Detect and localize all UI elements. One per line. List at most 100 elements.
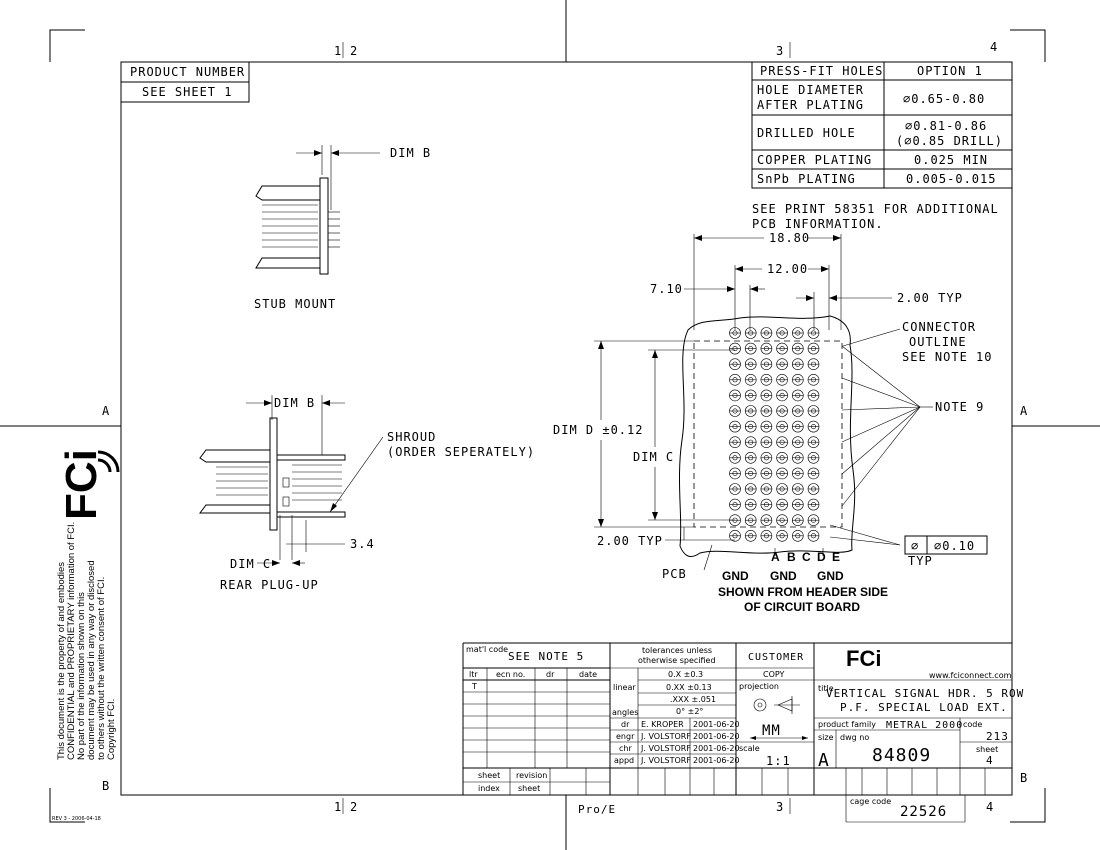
tolerance-3: .XXX ±.051	[670, 695, 716, 704]
zone-4-top: 4	[990, 40, 998, 54]
title-label: title	[818, 684, 834, 693]
zone-3-top: 3	[776, 44, 784, 58]
zone-4-bottom: 4	[986, 800, 994, 814]
dim-d-label: DIM D ±0.12	[553, 423, 643, 437]
fci-logo-vertical: FCi	[57, 449, 120, 520]
sheet-value: 4	[986, 754, 994, 767]
size-label: size	[818, 733, 834, 742]
shown-from-header-line2: OF CIRCUIT BOARD	[744, 600, 860, 614]
customer-label: CUSTOMER	[748, 652, 804, 663]
fci-logo-title: FCi	[846, 646, 881, 671]
revision-stamp: REV 3 - 2006-04-18	[52, 816, 101, 822]
zone-2-top: 2	[350, 44, 358, 58]
product-number-box	[120, 61, 250, 103]
date-appd: 2001-06-20	[693, 756, 740, 765]
gnd-label-1: GND	[722, 569, 749, 583]
proprietary-line-5: to others without the written consent of…	[96, 577, 107, 760]
name-dr: E. KROPER	[641, 720, 684, 729]
pro-e-label: Pro/E	[578, 803, 616, 816]
tolerance-head-a: tolerances unless	[642, 646, 712, 655]
units-arrow	[750, 736, 808, 740]
spec-row1-label-a: HOLE DIAMETER	[757, 83, 864, 97]
proprietary-line-2: CONFIDENTIAL and PROPRIETARY information…	[66, 522, 77, 760]
connector-outline-note-a: CONNECTOR	[902, 320, 976, 334]
row-letter-a: A	[771, 550, 780, 564]
pcb-dim-200-typ: 2.00 TYP	[897, 291, 963, 305]
role-appd: appd	[614, 756, 634, 765]
stub-mount-label: STUB MOUNT	[254, 297, 336, 311]
col-ltr: ltr	[469, 670, 478, 679]
stub-dim-b: DIM B	[390, 146, 431, 160]
tolerance-4: 0° ±2°	[676, 707, 703, 716]
product-number-value: SEE SHEET 1	[142, 85, 232, 99]
dwg-no-label: dwg no	[840, 733, 869, 742]
projection-icon	[753, 696, 800, 714]
tolerance-2: 0.XX ±0.13	[666, 683, 712, 692]
position-tolerance-symbol: ∅	[911, 539, 919, 553]
col-dr: dr	[546, 670, 555, 679]
spec-row4-value: 0.005-0.015	[906, 172, 996, 186]
linear-label: linear	[613, 683, 636, 692]
rear-dim-c: DIM C	[230, 557, 271, 571]
rear-plug-up-view	[199, 395, 384, 566]
sheet-index-a: sheet	[478, 771, 500, 780]
pcb-dim-200-typ-bottom: 2.00 TYP	[597, 534, 663, 548]
size-value: A	[818, 750, 830, 771]
revision-sheet-b: sheet	[518, 784, 540, 793]
revision-sheet-a: revision	[516, 771, 547, 780]
product-family-label: product family	[818, 720, 876, 729]
row-letter-e: E	[832, 550, 840, 564]
units-label: MM	[762, 723, 781, 739]
connector-outline-note-c: SEE NOTE 10	[902, 350, 992, 364]
zone-2-bottom: 2	[350, 800, 358, 814]
matl-code-value: SEE NOTE 5	[508, 650, 584, 663]
rear-plug-up-label: REAR PLUG-UP	[220, 578, 319, 592]
spec-row3-label: COPPER PLATING	[757, 153, 872, 167]
proprietary-line-6: Copyright FCI.	[106, 699, 117, 760]
spec-row3-value: 0.025 MIN	[914, 153, 988, 167]
pcb-dim-1880: 18.80	[769, 231, 810, 245]
tolerance-1: 0.X ±0.3	[668, 670, 703, 679]
pcb-hole-grid	[729, 327, 820, 542]
drawing-title-line2: P.F. SPECIAL LOAD EXT.	[840, 701, 1008, 714]
spec-row1-label-b: AFTER PLATING	[757, 98, 864, 112]
fci-logo-text: FCi	[57, 449, 106, 520]
role-chr: chr	[619, 744, 632, 753]
pcb-label: PCB	[662, 567, 687, 581]
ltr-value: T	[471, 682, 477, 691]
fci-url: www.fciconnect.com	[929, 671, 1012, 680]
scale-value: 1:1	[766, 754, 791, 768]
connector-outline-note-b: OUTLINE	[909, 335, 967, 349]
name-chr: J. VOLSTORF	[640, 744, 691, 753]
proprietary-line-1: This document is the property of and emb…	[56, 562, 67, 760]
drawing-title-line1: VERTICAL SIGNAL HDR. 5 ROW	[826, 687, 1024, 700]
projection-label: projection	[739, 682, 779, 691]
copy-label: COPY	[763, 670, 785, 679]
spec-row2-value-a: ∅0.81-0.86	[905, 119, 987, 133]
zone-1-bottom: 1	[334, 800, 342, 814]
spec-header-right: OPTION 1	[917, 64, 983, 78]
cage-code-label: cage code	[850, 797, 891, 806]
spec-row2-value-b: (∅0.85 DRILL)	[896, 134, 1003, 148]
pcb-dim-710: 7.10	[650, 282, 683, 296]
role-dr: dr	[621, 720, 630, 729]
name-appd: J. VOLSTORF	[640, 756, 691, 765]
row-letter-c: C	[802, 550, 811, 564]
position-tolerance-typ: TYP	[908, 554, 933, 568]
stub-mount-view	[255, 145, 380, 275]
col-date: date	[579, 670, 597, 679]
date-dr: 2001-06-20	[693, 720, 740, 729]
shroud-label: SHROUD	[387, 430, 436, 444]
tolerance-head-b: otherwise specified	[638, 656, 716, 665]
code-value: 213	[986, 730, 1009, 743]
sheet-index-b: index	[478, 784, 500, 793]
proprietary-line-4: document may be used in any way or discl…	[86, 560, 97, 760]
name-engr: J. VOLSTORF	[640, 732, 691, 741]
row-letter-d: D	[817, 550, 826, 564]
zone-a-right: A	[1020, 404, 1028, 418]
date-engr: 2001-06-20	[693, 732, 740, 741]
spec-row4-label: SnPb PLATING	[757, 172, 856, 186]
